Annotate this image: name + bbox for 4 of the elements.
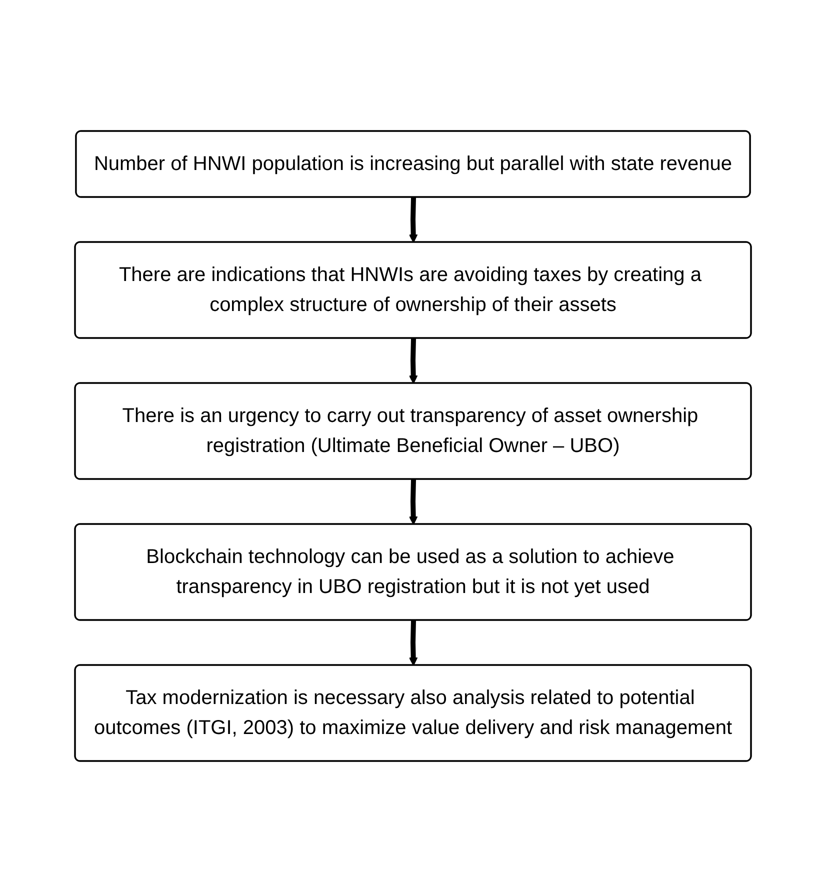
arrow [408,338,418,384]
arrow [408,620,418,666]
arrow [408,479,418,525]
arrow [408,197,418,243]
